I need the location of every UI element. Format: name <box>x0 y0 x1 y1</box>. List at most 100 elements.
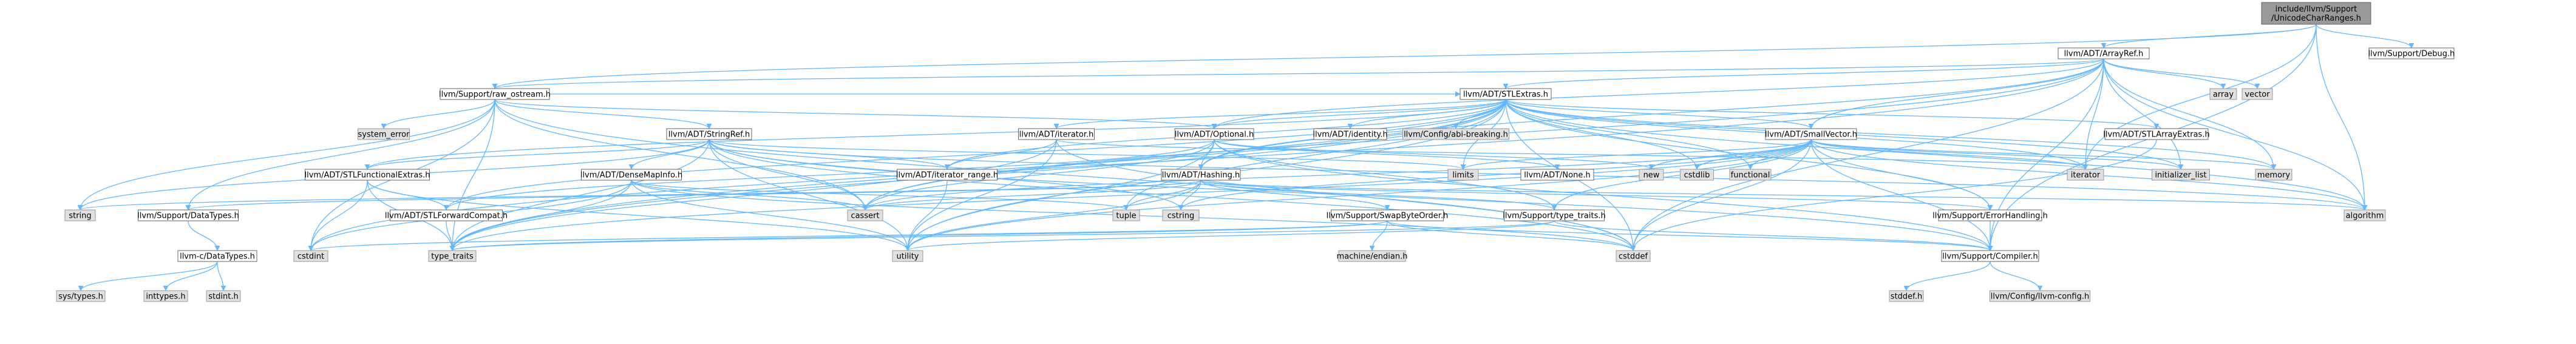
node-label: llvm/Support/type_traits.h <box>1503 212 1606 221</box>
node-label: llvm/ADT/None.h <box>1524 171 1590 180</box>
node-box <box>358 128 410 140</box>
node-box <box>1174 128 1254 140</box>
node-new[interactable]: new <box>1639 169 1664 181</box>
node-label: /UnicodeCharRanges.h <box>2271 14 2361 23</box>
node-box <box>2261 2 2371 25</box>
node-box <box>293 250 328 262</box>
edge-stringref-to-limits <box>709 139 1466 170</box>
node-box <box>2209 88 2237 100</box>
node-string[interactable]: string <box>64 209 96 221</box>
node-densemapinfo[interactable]: llvm/ADT/DenseMapInfo.h <box>580 169 682 181</box>
node-box <box>305 169 430 181</box>
node-smallvector[interactable]: llvm/ADT/SmallVector.h <box>1765 128 1857 140</box>
node-iterator[interactable]: iterator <box>2067 169 2104 181</box>
node-cassert[interactable]: cassert <box>847 209 883 221</box>
node-vector[interactable]: vector <box>2241 88 2273 100</box>
edge-llvmc_datatypes-to-inttypes <box>163 261 218 291</box>
edge-type_traits_h-to-type_traits <box>450 220 1555 251</box>
node-label: llvm/Config/llvm-config.h <box>1991 292 2089 302</box>
node-compiler[interactable]: llvm/Support/Compiler.h <box>1941 250 2039 262</box>
node-stlfunctional[interactable]: llvm/ADT/STLFunctionalExtras.h <box>305 169 430 181</box>
node-cstdlib[interactable]: cstdlib <box>1680 169 1714 181</box>
edge-swapbyteorder-to-cstddef <box>1387 220 1636 251</box>
edge-hashing-to-cstring <box>1178 180 1201 211</box>
edge-arrayref-to-vector <box>2103 58 2260 89</box>
edge-adt_iterator-to-iterator <box>1056 139 2088 170</box>
node-adt_iterator[interactable]: llvm/ADT/iterator.h <box>1018 128 1095 140</box>
edge-stlextras-to-optional <box>1211 99 1506 129</box>
node-algorithm[interactable]: algorithm <box>2343 209 2386 221</box>
edge-compiler-to-llvmconfig <box>1990 261 2043 291</box>
node-box <box>138 209 239 221</box>
edge-hashing-to-type_traits_h <box>1200 180 1557 211</box>
node-errorhandling[interactable]: llvm/Support/ErrorHandling.h <box>1932 209 2048 221</box>
node-systypes[interactable]: sys/types.h <box>56 290 106 302</box>
node-label: cstdlib <box>1684 171 1710 180</box>
node-stlforward[interactable]: llvm/ADT/STLForwardCompat.h <box>385 209 508 221</box>
node-llvmc_datatypes[interactable]: llvm-c/DataTypes.h <box>177 250 257 262</box>
edge-stlextras-to-cassert <box>862 99 1506 211</box>
node-cstdint[interactable]: cstdint <box>293 250 328 262</box>
node-initializer_list[interactable]: initializer_list <box>2152 169 2210 181</box>
node-abibreaking[interactable]: llvm/Config/abi-breaking.h <box>1402 128 1509 140</box>
edge-optional-to-cassert <box>862 139 1215 211</box>
edge-stlextras-to-stlarrayextras <box>1505 99 2160 129</box>
node-box <box>1520 169 1594 181</box>
node-label: llvm/ADT/iterator_range.h <box>896 171 998 180</box>
node-cstring[interactable]: cstring <box>1162 209 1200 221</box>
node-none[interactable]: llvm/ADT/None.h <box>1520 169 1594 181</box>
node-box <box>206 290 241 302</box>
node-memory[interactable]: memory <box>2255 169 2292 181</box>
node-arrayref[interactable]: llvm/ADT/ArrayRef.h <box>2058 47 2150 59</box>
node-optional[interactable]: llvm/ADT/Optional.h <box>1174 128 1254 140</box>
edge-hashing-to-utility <box>905 180 1201 251</box>
node-identity[interactable]: llvm/ADT/identity.h <box>1313 128 1388 140</box>
edge-root-to-algorithm <box>2316 24 2368 211</box>
node-label: llvm/ADT/identity.h <box>1313 130 1387 140</box>
node-utility[interactable]: utility <box>892 250 923 262</box>
node-system_error[interactable]: system_error <box>358 128 410 140</box>
node-box <box>64 209 96 221</box>
node-label: system_error <box>358 130 410 140</box>
node-machine_endian[interactable]: machine/endian.h <box>1337 250 1408 262</box>
node-llvmconfig[interactable]: llvm/Config/llvm-config.h <box>1990 290 2090 302</box>
node-datatypes[interactable]: llvm/Support/DataTypes.h <box>137 209 239 221</box>
node-inttypes[interactable]: inttypes.h <box>143 290 188 302</box>
node-label: cstddef <box>1619 252 1648 261</box>
edge-arrayref-to-cstddef <box>1630 58 2104 251</box>
node-box <box>1990 290 2090 302</box>
node-hashing[interactable]: llvm/ADT/Hashing.h <box>1161 169 1241 181</box>
edge-optional-to-new <box>1214 139 1654 170</box>
node-box <box>428 250 477 262</box>
node-raw_ostream[interactable]: llvm/Support/raw_ostream.h <box>439 88 551 100</box>
node-functional[interactable]: functional <box>1729 169 1772 181</box>
node-debug[interactable]: llvm/Support/Debug.h <box>2368 47 2455 59</box>
edge-optional-to-stlforward <box>443 139 1215 211</box>
node-stlextras[interactable]: llvm/ADT/STLExtras.h <box>1460 88 1552 100</box>
edge-densemapinfo-to-type_traits <box>449 180 632 251</box>
node-swapbyteorder[interactable]: llvm/Support/SwapByteOrder.h <box>1327 209 1449 221</box>
node-cstddef[interactable]: cstddef <box>1616 250 1651 262</box>
node-stdint[interactable]: stdint.h <box>206 290 241 302</box>
node-stddef[interactable]: stddef.h <box>1889 290 1924 302</box>
node-iterator_range[interactable]: llvm/ADT/iterator_range.h <box>896 169 998 181</box>
edge-arrayref-to-smallvector <box>1808 58 2104 129</box>
edge-smallvector-to-type_traits <box>449 139 1812 251</box>
node-label: llvm/ADT/STLFunctionalExtras.h <box>305 171 430 180</box>
node-label: llvm/Support/Compiler.h <box>1942 252 2037 261</box>
edge-smallvector-to-new <box>1648 139 1812 170</box>
node-box <box>1331 209 1444 221</box>
node-limits[interactable]: limits <box>1447 169 1479 181</box>
edge-root-to-arrayref <box>2101 24 2317 49</box>
node-stringref[interactable]: llvm/ADT/StringRef.h <box>666 128 752 140</box>
edge-stlextras-to-smallvector <box>1505 99 1814 129</box>
node-type_traits_h[interactable]: llvm/Support/type_traits.h <box>1503 209 1606 221</box>
edge-root-to-raw_ostream <box>492 24 2317 89</box>
node-tuple[interactable]: tuple <box>1112 209 1140 221</box>
edge-stringref-to-cstddef <box>709 139 1636 251</box>
node-array[interactable]: array <box>2209 88 2237 100</box>
node-stlarrayextras[interactable]: llvm/ADT/STLArrayExtras.h <box>2103 128 2210 140</box>
node-label: array <box>2213 90 2234 99</box>
edge-hashing-to-cassert <box>862 180 1201 211</box>
node-type_traits[interactable]: type_traits <box>428 250 477 262</box>
